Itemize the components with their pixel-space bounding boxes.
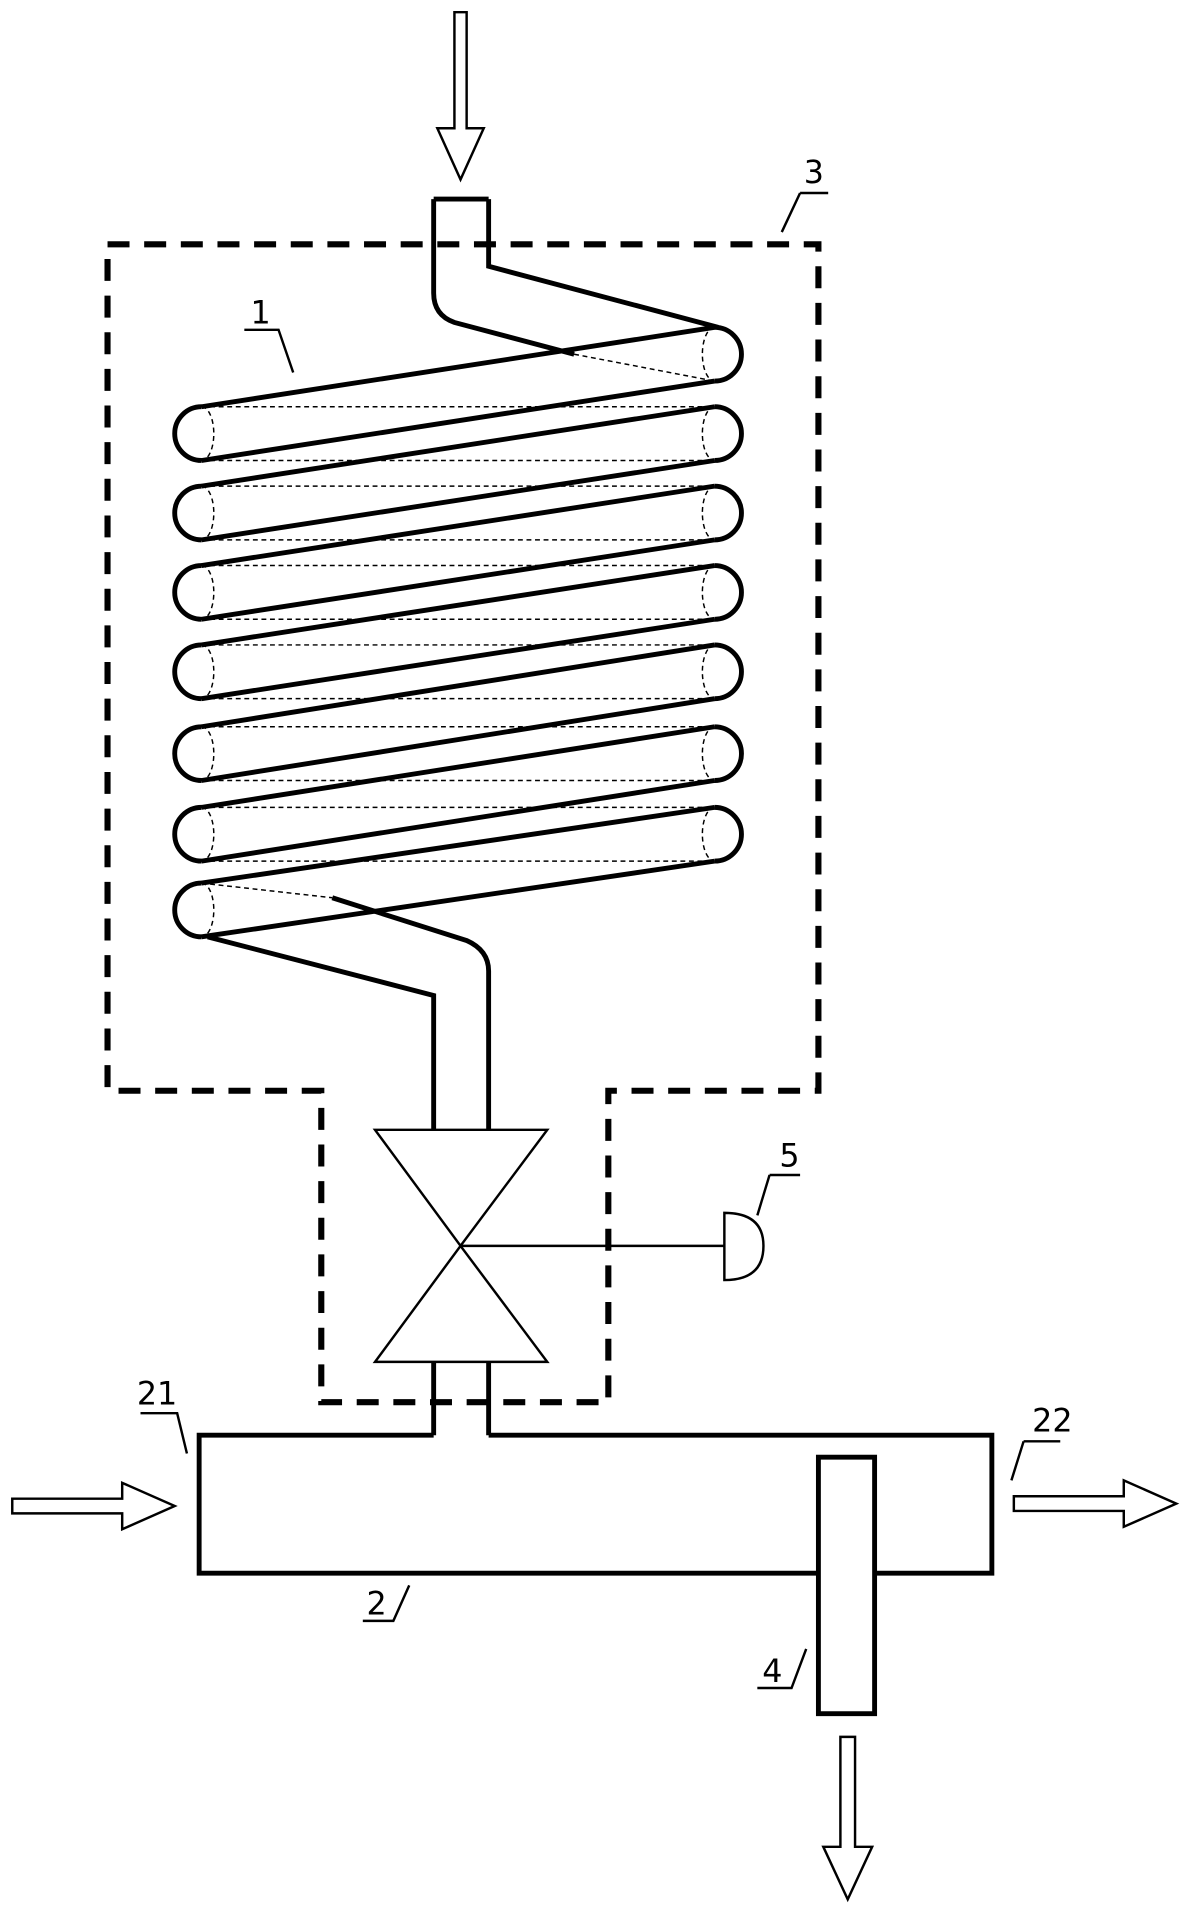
label-pipe: 2 — [366, 1587, 386, 1623]
coil-turn-right-back — [702, 566, 714, 620]
coil-turn-left-back — [202, 486, 214, 540]
coil-turn-right — [715, 807, 742, 861]
coil-turn-left-back — [202, 727, 214, 781]
inlet-arrow-left — [12, 1483, 174, 1529]
coil-turn-left-back — [202, 883, 214, 937]
outlet-arrow-bottom — [823, 1737, 872, 1899]
label-inlet-port: 21 — [137, 1377, 177, 1413]
coil-turn-left — [175, 645, 202, 699]
outlet-pipe-4 — [818, 1457, 874, 1714]
coil-turn-left-back — [202, 807, 214, 861]
label-outlet-port: 22 — [1032, 1404, 1072, 1440]
coil-turn-right — [715, 407, 742, 461]
label-enclosure: 3 — [804, 155, 824, 191]
main-pipe-2 — [199, 1435, 992, 1713]
coil-turn-left — [175, 486, 202, 540]
coil-turn-right-back — [702, 727, 714, 781]
coil-turn-right — [715, 566, 742, 620]
leader-lines — [141, 193, 1061, 1688]
coil-back-line — [574, 354, 714, 381]
coil-turn-right — [715, 645, 742, 699]
coil-turn-left — [175, 566, 202, 620]
coil-back-line — [202, 883, 333, 898]
coil-turn-left — [175, 407, 202, 461]
coil-turn-right-back — [702, 327, 714, 381]
coil-turn-left-back — [202, 566, 214, 620]
label-coil: 1 — [250, 296, 270, 332]
coil-turn-left-back — [202, 407, 214, 461]
actuator-5 — [724, 1213, 763, 1280]
label-actuator: 5 — [779, 1138, 799, 1174]
coil-turn-left — [175, 807, 202, 861]
coil-turn-right-back — [702, 407, 714, 461]
label-outlet-pipe: 4 — [762, 1654, 782, 1690]
heat-exchange-coil — [175, 327, 742, 936]
outlet-arrow-right — [1014, 1480, 1176, 1526]
coil-turn-right — [715, 486, 742, 540]
coil-turn-left-back — [202, 645, 214, 699]
valve — [375, 1130, 763, 1435]
coil-turn-left — [175, 883, 202, 937]
coil-turn-right-back — [702, 807, 714, 861]
inlet-arrow-top — [437, 12, 483, 179]
coil-outlet-tube — [208, 898, 489, 1130]
coil-turn-right-back — [702, 486, 714, 540]
coil-turn-right — [715, 327, 742, 381]
coil-turn-left — [175, 727, 202, 781]
coil-turn-right — [715, 727, 742, 781]
coil-turn-right-back — [702, 645, 714, 699]
